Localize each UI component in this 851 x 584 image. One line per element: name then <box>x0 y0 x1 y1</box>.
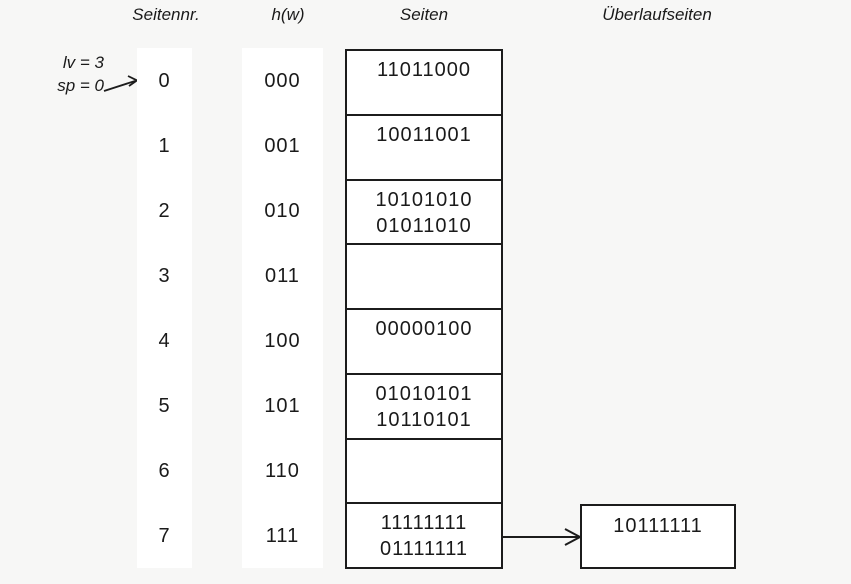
page-number-5: 5 <box>158 395 171 417</box>
cell-value: 01111111 <box>379 538 469 561</box>
hash-value-3: 011 <box>265 265 300 287</box>
hash-value-2: 010 <box>264 200 301 222</box>
hash-value-7: 111 <box>265 525 300 547</box>
seitennr-band <box>137 48 192 568</box>
column-header-seitennr: Seitennr. <box>132 5 200 24</box>
seiten-cell-3 <box>347 245 501 310</box>
seiten-cell-4: 00000100 <box>347 310 501 375</box>
cell-value: 00000100 <box>375 318 473 340</box>
hash-value-4: 100 <box>264 330 301 352</box>
seiten-box: 11011000 10011001 10101010 01011010 00000100… <box>345 49 503 569</box>
hw-column: 000 001 010 011 100 101 110 111 <box>242 49 323 569</box>
page-number-1: 1 <box>158 135 171 157</box>
page-number-4: 4 <box>158 330 171 352</box>
page-number-6: 6 <box>158 460 171 482</box>
seiten-cell-1: 10011001 <box>347 116 501 181</box>
hash-value-0: 000 <box>264 70 301 92</box>
hash-value-6: 110 <box>265 460 300 482</box>
cell-value: 11011000 <box>376 59 471 81</box>
hash-value-5: 101 <box>264 395 301 417</box>
page-number-7: 7 <box>158 525 171 547</box>
page-number-3: 3 <box>158 265 171 287</box>
seitennr-column: 0 1 2 3 4 5 6 7 <box>137 49 192 569</box>
seiten-cell-6 <box>347 440 501 505</box>
seiten-cell-0: 11011000 <box>347 51 501 116</box>
hash-value-1: 001 <box>264 135 301 157</box>
page-number-0: 0 <box>158 70 171 92</box>
cell-value: 10110101 <box>376 408 472 431</box>
cell-value: 01010101 <box>375 382 473 405</box>
column-header-hash-function: h(w) <box>271 5 305 24</box>
seiten-cell-2: 10101010 01011010 <box>347 181 501 246</box>
column-header-ueberlaufseiten: Überlaufseiten <box>602 5 712 24</box>
level-value: lv = 3 <box>62 53 104 72</box>
column-header-seiten: Seiten <box>399 5 449 24</box>
overflow-arrow-icon <box>503 528 583 546</box>
page-number-2: 2 <box>158 200 171 222</box>
seiten-cell-7: 11111111 01111111 <box>347 504 501 567</box>
split-pointer-value: sp = 0 <box>57 76 104 95</box>
cell-value: 11111111 <box>380 512 468 535</box>
hw-band <box>242 48 323 568</box>
overflow-box: 10111111 <box>580 504 736 569</box>
state-annotation: lv = 3 sp = 0 <box>28 51 104 97</box>
overflow-value: 10111111 <box>613 515 703 537</box>
cell-value: 10011001 <box>376 123 472 146</box>
cell-value: 10101010 <box>375 188 473 211</box>
cell-value: 01011010 <box>376 214 472 237</box>
seiten-cell-5: 01010101 10110101 <box>347 375 501 440</box>
